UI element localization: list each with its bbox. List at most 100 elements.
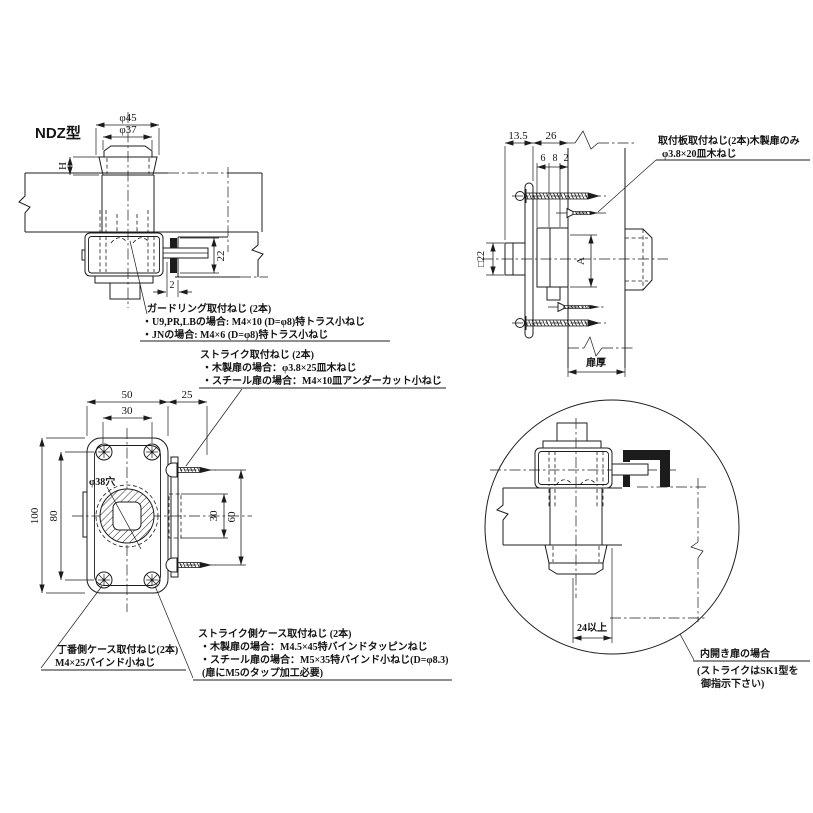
strike-lip-lower xyxy=(623,474,630,487)
break-line-right xyxy=(251,232,264,277)
svg-text:50: 50 xyxy=(122,389,134,401)
svg-text:6: 6 xyxy=(541,153,546,164)
corner-screw-tl xyxy=(95,443,113,461)
case-side-tab xyxy=(82,491,88,538)
mounting-plate xyxy=(524,182,534,339)
strike-plate xyxy=(170,456,179,578)
guard-ring-screws-hidden xyxy=(110,237,150,244)
spindle-hole xyxy=(112,501,142,531)
knob-side xyxy=(625,228,653,291)
view-inward-door-detail: 24以上 xyxy=(484,399,740,655)
svg-text:M4×25バインド小ねじ: M4×25バインド小ねじ xyxy=(55,656,155,669)
svg-text:ストライク側ケース取付ねじ (2本): ストライク側ケース取付ねじ (2本) xyxy=(198,627,351,640)
svg-text:13.5: 13.5 xyxy=(508,130,528,142)
door-edge-section xyxy=(567,130,634,368)
wood-screw-upper-long xyxy=(515,189,600,203)
svg-text:22: 22 xyxy=(215,251,227,262)
hole-phi38 xyxy=(95,484,159,548)
lock-case xyxy=(81,210,164,300)
svg-text:25: 25 xyxy=(182,389,194,401)
view-plan-section: φ45 φ37 H xyxy=(18,112,268,315)
svg-text:扉厚: 扉厚 xyxy=(585,356,606,369)
break-line-top xyxy=(574,130,599,150)
dim-h: H xyxy=(57,156,99,176)
wood-screw-lower-long xyxy=(515,316,600,330)
label-phi38: φ38穴 xyxy=(89,475,115,488)
dim-26: 26 xyxy=(533,130,568,146)
svg-text:・スチール扉の場合：M5×35特バインド小ねじ(D=φ8.3: ・スチール扉の場合：M5×35特バインド小ねじ(D=φ8.3) xyxy=(200,653,448,666)
knob-cap xyxy=(103,145,153,157)
svg-text:φ45: φ45 xyxy=(119,112,137,124)
wood-screw-lower-short xyxy=(557,301,600,313)
svg-text:□22: □22 xyxy=(476,251,487,267)
escutcheon-ring xyxy=(98,156,158,176)
frame-lines-detail xyxy=(610,478,706,622)
note-strike-screws: ストライク取付ねじ (2本) ・木製扉の場合：φ3.8×25皿木ねじ ・スチール… xyxy=(185,348,446,467)
case-plate-inner xyxy=(94,445,161,586)
svg-text:ストライク取付ねじ (2本): ストライク取付ねじ (2本) xyxy=(200,348,314,361)
svg-text:H: H xyxy=(57,162,69,170)
dim-13-5: 13.5 xyxy=(504,130,534,240)
svg-text:80: 80 xyxy=(48,510,60,522)
wood-screw-upper-short xyxy=(566,207,598,219)
dim-door-thickness: 扉厚 xyxy=(567,356,626,377)
dim-100: 100 xyxy=(29,437,85,594)
svg-text:(ストライクはSK1型を: (ストライクはSK1型を xyxy=(697,664,798,677)
svg-text:内開き扉の場合: 内開き扉の場合 xyxy=(700,647,771,660)
knob-detail xyxy=(544,544,608,575)
strike-screw-top xyxy=(165,462,212,478)
break-line-left xyxy=(496,488,509,545)
leader-inward-door xyxy=(679,633,695,661)
dim-a: A xyxy=(570,234,597,288)
latch-bolt-detail xyxy=(611,463,649,476)
lock-case-detail xyxy=(534,422,613,508)
dim-50: 50 xyxy=(86,389,169,436)
dim-25: 25 xyxy=(168,389,208,455)
leader-strike-case-screws xyxy=(154,585,194,679)
leader-strike-screws xyxy=(185,388,243,467)
leader-hinge-case-screws xyxy=(40,585,103,669)
cylinder-cap xyxy=(504,242,526,276)
leader-mounting-plate xyxy=(597,159,657,213)
model-title: NDZ型 xyxy=(35,124,81,142)
svg-text:御指示下さい): 御指示下さい) xyxy=(700,677,764,690)
dim-24min: 24以上 xyxy=(572,548,613,643)
dim-60: 60 xyxy=(215,469,246,566)
svg-text:ガードリング取付ねじ (2本): ガードリング取付ねじ (2本) xyxy=(147,302,271,315)
break-line-bottom xyxy=(583,336,603,357)
svg-text:・スチール扉の場合：M4×10皿アンダーカット小ねじ: ・スチール扉の場合：M4×10皿アンダーカット小ねじ xyxy=(202,374,442,387)
note-guard-ring: ガードリング取付ねじ (2本) ・U9,PR,LBの場合: M4×10 (D=φ… xyxy=(140,302,390,342)
leader-phi38 xyxy=(106,486,142,550)
leader-guard-ring xyxy=(129,240,148,315)
dim-6-8-2: 6 8 2 xyxy=(536,153,569,227)
corner-screw-bl xyxy=(95,571,113,589)
dim-22: 22 xyxy=(180,237,227,274)
dim-2: 2 xyxy=(153,262,192,297)
break-line-left xyxy=(18,173,31,232)
svg-text:30: 30 xyxy=(122,405,134,417)
svg-text:丁番側ケース取付ねじ(2本): 丁番側ケース取付ねじ(2本) xyxy=(57,643,178,656)
door-section xyxy=(18,167,263,252)
svg-text:8: 8 xyxy=(553,153,558,164)
strike-screw-bottom xyxy=(165,557,212,573)
dim-30-top: 30 xyxy=(102,405,153,443)
note-strike-side-case: ストライク側ケース取付ねじ (2本) ・木製扉の場合：M4.5×45特バインドタ… xyxy=(193,627,452,681)
case-side xyxy=(536,227,569,301)
corner-screw-tr xyxy=(143,443,161,461)
strike-lip-lower xyxy=(170,258,177,273)
svg-text:60: 60 xyxy=(226,511,238,523)
dim-80: 80 xyxy=(48,451,94,581)
strike-latch-hole xyxy=(168,493,182,539)
note-hinge-side-case: 丁番側ケース取付ねじ(2本) M4×25バインド小ねじ xyxy=(41,643,186,671)
svg-text:・木製扉の場合：φ3.8×25皿木ねじ: ・木製扉の場合：φ3.8×25皿木ねじ xyxy=(202,361,356,374)
svg-text:・JNの場合: M4×6 (D=φ8)特トラス小ねじ: ・JNの場合: M4×6 (D=φ8)特トラス小ねじ xyxy=(142,328,328,341)
note-inward-door: 内開き扉の場合 (ストライクはSK1型を 御指示下さい) xyxy=(679,633,810,690)
svg-text:100: 100 xyxy=(29,507,41,524)
view-case-face: φ38穴 50 25 30 100 80 xyxy=(29,389,252,679)
svg-text:φ37: φ37 xyxy=(119,124,137,136)
strike-channel xyxy=(623,450,670,487)
svg-text:・U9,PR,LBの場合: M4×10 (D=φ8)特トラス: ・U9,PR,LBの場合: M4×10 (D=φ8)特トラス小ねじ xyxy=(142,315,365,328)
svg-text:26: 26 xyxy=(546,130,558,142)
